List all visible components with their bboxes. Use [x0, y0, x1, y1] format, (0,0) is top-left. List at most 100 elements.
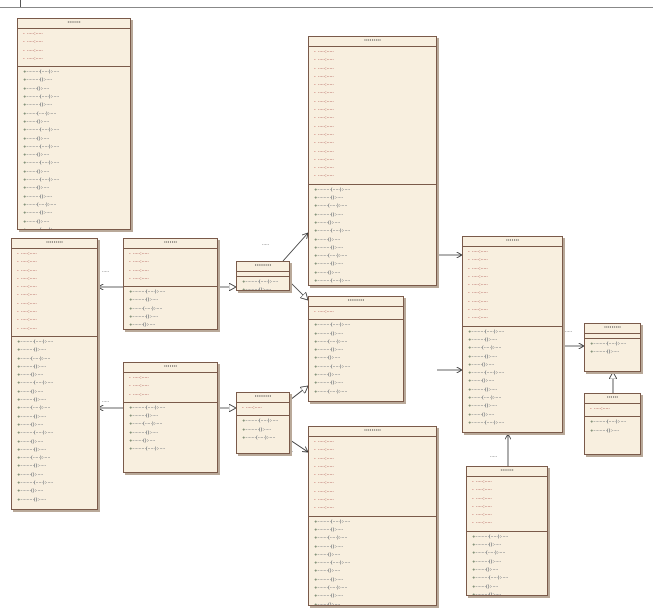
class-name: ········· [237, 393, 289, 403]
class-box[interactable]: ·······-·····:·····-·····:·····-·····:··… [462, 236, 563, 433]
class-box[interactable]: ·········-·····:·····-·····:·····-·····:… [11, 238, 98, 510]
member-text: ·····:····· [27, 32, 43, 37]
class-box[interactable]: ·······-·····:·····-·····:·····-·····:··… [123, 362, 218, 473]
member-text: ·········():····· [318, 196, 344, 202]
visibility-marker: + [23, 161, 27, 167]
visibility-marker: + [590, 350, 594, 356]
class-box[interactable]: ·········+·········(·····):·····+·······… [584, 323, 641, 372]
visibility-marker: + [472, 534, 476, 540]
visibility-marker: - [314, 464, 316, 470]
attributes-section: -·····:·····-·····:·····-·····:····· [124, 373, 217, 403]
operation-row: +·········():····· [124, 314, 217, 322]
class-box[interactable]: ·········-·····:·····+·········(·····):·… [236, 392, 290, 454]
visibility-marker: + [472, 584, 476, 590]
visibility-marker: - [129, 252, 131, 257]
attribute-row: -·····:····· [467, 512, 547, 520]
visibility-marker: - [314, 310, 316, 315]
operation-row: +·········():····· [463, 337, 562, 345]
operation-row: +·······(·····):····· [237, 435, 289, 443]
operation-row: +·········(·····):····· [309, 228, 436, 236]
visibility-marker: - [472, 496, 474, 502]
attribute-row: -·····:····· [18, 56, 130, 64]
operation-row: +·········():····· [12, 447, 97, 455]
attribute-row: -·····:····· [309, 505, 436, 513]
visibility-marker: + [314, 331, 318, 337]
visibility-marker: + [17, 381, 21, 387]
visibility-marker: - [314, 498, 316, 504]
operations-section: +·········(·····):·····+·········():····… [585, 339, 640, 360]
member-text: ·······(·····):····· [318, 586, 348, 592]
member-text: ·······(·····):····· [318, 389, 348, 395]
operation-row: +·········(·····):····· [18, 177, 130, 185]
operation-row: +·······():····· [124, 322, 217, 329]
visibility-marker: + [242, 435, 246, 441]
operation-row: +·······():····· [463, 412, 562, 420]
visibility-marker: - [314, 473, 316, 479]
attribute-row: -·····:····· [309, 464, 436, 472]
member-text: ·······():····· [21, 422, 44, 428]
class-box[interactable]: ·······-·····:·····-·····:·····-·····:··… [17, 18, 131, 230]
class-box[interactable]: ·········+·········(·····):·····+·······… [236, 261, 290, 291]
visibility-marker: + [17, 439, 21, 445]
operation-row: +·········(·····):····· [12, 339, 97, 347]
visibility-marker: + [314, 229, 318, 235]
visibility-marker: + [468, 346, 472, 352]
visibility-marker: + [23, 186, 27, 192]
visibility-marker: - [17, 260, 19, 266]
operation-row: +·········():····· [18, 102, 130, 110]
member-text: ·····:····· [318, 108, 334, 114]
operation-row: +·······():····· [309, 568, 436, 576]
member-text: ·······(·····):····· [472, 396, 502, 402]
attribute-row: -·····:····· [237, 405, 289, 413]
member-text: ·········():····· [246, 288, 272, 291]
operation-row: +·········():····· [309, 577, 436, 585]
diagram-frame-border [0, 7, 653, 8]
member-text: ·····:····· [21, 268, 37, 274]
member-text: ·······(·····):····· [27, 202, 57, 208]
member-text: ·····:····· [476, 521, 492, 527]
visibility-marker: + [23, 211, 27, 217]
class-box[interactable]: ·········-·····:·····+·········(·····):·… [308, 296, 404, 402]
operation-row: +·········(·····):····· [309, 519, 436, 527]
visibility-marker: - [314, 116, 316, 122]
member-text: ·····:····· [318, 58, 334, 64]
operation-row: +·······(·····):····· [12, 356, 97, 364]
member-text: ·········(·····):····· [318, 229, 351, 235]
visibility-marker: + [314, 586, 318, 592]
member-text: ·····:····· [318, 91, 334, 97]
member-text: ·········(·····):····· [318, 187, 351, 193]
member-text: ·······():····· [472, 412, 495, 418]
member-text: ·······():····· [476, 567, 499, 573]
class-box[interactable]: ······-·····:·····+·········(·····):····… [584, 393, 641, 455]
operation-row: +·······(·····):····· [463, 345, 562, 353]
visibility-marker: - [314, 448, 316, 454]
operation-row: +·········(·····):····· [463, 420, 562, 428]
class-box[interactable]: ·········-·····:·····-·····:·····-·····:… [308, 36, 437, 286]
class-box[interactable]: ·······-·····:·····-·····:·····-·····:··… [466, 466, 548, 596]
operations-section: +·········(·····):····· +·········():····… [309, 517, 436, 606]
operation-row: +·········():····· [463, 354, 562, 362]
visibility-marker: + [314, 373, 318, 379]
operation-row: +·······(·····):····· [12, 405, 97, 413]
visibility-marker: + [129, 290, 133, 296]
operation-row: +·······(·····):····· [309, 203, 436, 211]
member-text: ·····:····· [472, 316, 488, 322]
attribute-row: -·····:····· [467, 487, 547, 495]
visibility-marker: + [314, 237, 318, 243]
operation-row: +·······():····· [18, 219, 130, 227]
member-text: ·······():····· [318, 602, 341, 606]
member-text: ·········():····· [21, 364, 47, 370]
class-box[interactable]: ·······-·····:·····-·····:·····-·····:··… [123, 238, 218, 330]
operation-row: +·······():····· [309, 220, 436, 228]
operation-row: +·······(·····):····· [309, 389, 403, 397]
visibility-marker: - [314, 440, 316, 445]
member-text: ·····:····· [318, 489, 334, 495]
operation-row: +·········():····· [124, 413, 217, 421]
attribute-row: -·····:····· [309, 57, 436, 65]
visibility-marker: + [314, 519, 318, 525]
visibility-marker: + [314, 389, 318, 395]
member-text: ·······():····· [21, 489, 44, 495]
operation-row: +·········(·····):····· [467, 534, 547, 542]
member-text: ·······(·····):····· [318, 254, 348, 260]
class-box[interactable]: ·········-·····:·····-·····:·····-·····:… [308, 426, 437, 606]
